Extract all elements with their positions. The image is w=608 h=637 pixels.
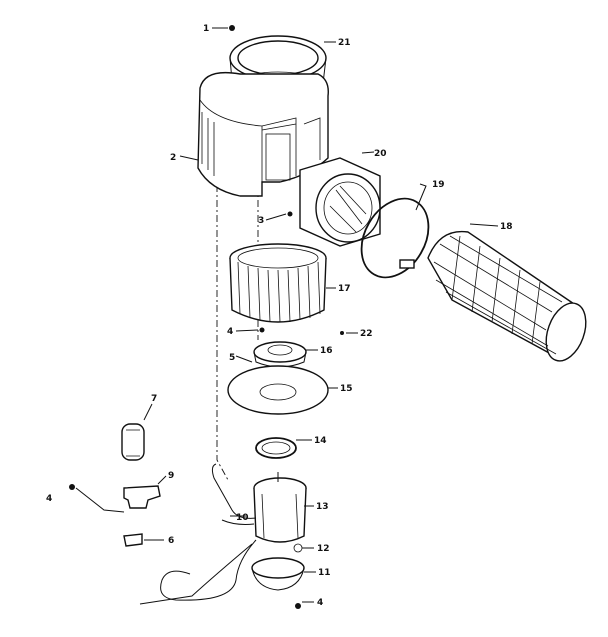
callout-5: 5 bbox=[229, 353, 235, 363]
alignment-axis bbox=[216, 170, 259, 481]
part-10-wiring-harness bbox=[139, 463, 257, 605]
callout-7: 7 bbox=[151, 394, 157, 404]
callout-4-lower: 4 bbox=[317, 598, 323, 608]
part-2-blower-housing bbox=[197, 71, 329, 197]
callout-16: 16 bbox=[320, 346, 333, 356]
part-17-blower-wheel bbox=[229, 243, 327, 323]
part-16-hub bbox=[253, 341, 307, 368]
callout-15: 15 bbox=[340, 384, 353, 394]
callout-4-left: 4 bbox=[46, 494, 52, 504]
fasteners bbox=[69, 25, 344, 609]
callout-4-upper: 4 bbox=[227, 327, 233, 337]
callout-9: 9 bbox=[168, 471, 174, 481]
callout-14: 14 bbox=[314, 436, 327, 446]
part-9-bracket bbox=[123, 485, 161, 509]
callout-21: 21 bbox=[338, 38, 351, 48]
callout-10: 10 bbox=[236, 513, 249, 523]
callout-19: 19 bbox=[432, 180, 445, 190]
callout-12: 12 bbox=[317, 544, 330, 554]
callout-labels: 1 21 2 20 19 18 3 17 4 22 5 16 15 7 14 9… bbox=[46, 24, 513, 608]
callout-13: 13 bbox=[316, 502, 329, 512]
part-19-hose-clamp bbox=[360, 197, 430, 279]
part-14-ring bbox=[255, 437, 297, 459]
callout-18: 18 bbox=[500, 222, 513, 232]
part-12-washer bbox=[293, 543, 303, 553]
callout-1: 1 bbox=[203, 24, 209, 34]
callout-22: 22 bbox=[360, 329, 373, 339]
leader-lines bbox=[75, 27, 499, 603]
part-15-gasket-plate bbox=[227, 365, 329, 415]
part-6-clip bbox=[123, 533, 143, 547]
part-21-inlet-ring bbox=[229, 35, 327, 101]
part-11-mount-cup bbox=[251, 557, 305, 591]
part-20-outlet-collar bbox=[299, 157, 381, 247]
part-13-motor bbox=[253, 472, 307, 543]
part-7-capacitor bbox=[121, 423, 145, 461]
callout-3: 3 bbox=[258, 216, 264, 226]
callout-20: 20 bbox=[374, 149, 387, 159]
callout-2: 2 bbox=[170, 153, 176, 163]
callout-11: 11 bbox=[318, 568, 331, 578]
callout-6: 6 bbox=[168, 536, 174, 546]
part-18-flexible-duct bbox=[427, 230, 587, 362]
callout-17: 17 bbox=[338, 284, 351, 294]
